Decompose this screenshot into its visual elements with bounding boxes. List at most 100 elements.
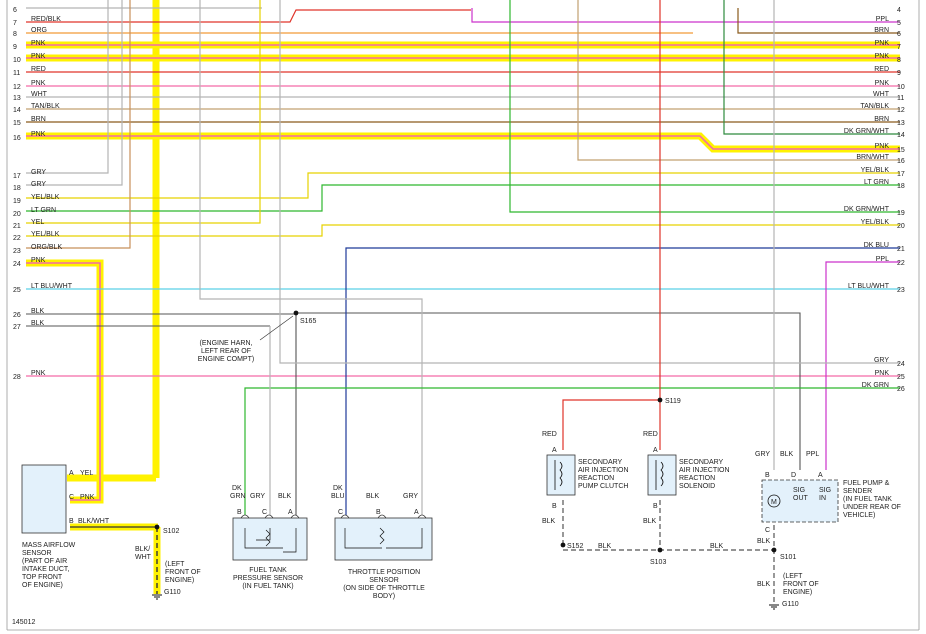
splice-s152-label: S152	[567, 543, 583, 550]
right-row-number: 11	[897, 95, 904, 102]
left-wire-label: GRY	[31, 181, 46, 188]
right-row-labels: 45PPL6BRN7PNK8PNK9RED10PNK11WHT12TAN/BLK…	[844, 7, 905, 393]
svg-text:MASS AIRFLOW: MASS AIRFLOW	[22, 542, 76, 549]
svg-text:BLK: BLK	[780, 451, 794, 458]
left-wire-label: PNK	[31, 40, 46, 47]
right-wire-label: GRY	[874, 357, 889, 364]
ground-bus-label-1: BLK	[598, 543, 612, 550]
right-row-number: 17	[897, 171, 905, 178]
left-wire-label: GRY	[31, 169, 46, 176]
svg-text:(ON SIDE OF THROTTLE: (ON SIDE OF THROTTLE	[343, 585, 425, 592]
splice-s102-label: S102	[163, 528, 179, 535]
right-row-number: 12	[897, 107, 905, 114]
motor-symbol: M	[771, 499, 777, 506]
right-wire-label: DK BLU	[864, 242, 889, 249]
left-row-number: 18	[13, 185, 21, 192]
svg-text:DK: DK	[232, 485, 242, 492]
throttle-position-sensor: DK BLU BLK GRY C B A THROTTLE POSITION S…	[331, 485, 433, 600]
right-row-number: 15	[897, 147, 905, 154]
left-row-number: 20	[13, 211, 21, 218]
right-wire-label: PPL	[876, 256, 889, 263]
svg-text:GRY: GRY	[403, 493, 418, 500]
right-row-number: 22	[897, 260, 905, 267]
svg-text:WHT: WHT	[135, 554, 152, 561]
left-wire-label: LT GRN	[31, 207, 56, 214]
left-wire-label: PNK	[31, 370, 46, 377]
svg-text:BLK: BLK	[643, 518, 657, 525]
right-wire-label: PNK	[875, 80, 890, 87]
svg-text:A: A	[69, 470, 74, 477]
svg-text:IN: IN	[819, 495, 826, 502]
svg-text:PUMP CLUTCH: PUMP CLUTCH	[578, 483, 628, 490]
svg-text:SIG: SIG	[793, 487, 805, 494]
svg-text:FUEL TANK: FUEL TANK	[249, 567, 287, 574]
left-row-number: 25	[13, 287, 21, 294]
right-row-number: 23	[897, 287, 905, 294]
left-wire-label: RED/BLK	[31, 16, 61, 23]
left-row-number: 24	[13, 261, 21, 268]
right-wire-label: DK GRN/WHT	[844, 128, 890, 135]
svg-text:C: C	[765, 527, 770, 534]
svg-text:(ENGINE HARN,: (ENGINE HARN,	[200, 340, 253, 347]
right-row-number: 6	[897, 31, 901, 38]
right-row-number: 20	[897, 223, 905, 230]
air-injection-solenoid: RED A B BLK SECONDARY AIR INJECTION REAC…	[643, 431, 730, 525]
left-row-number: 23	[13, 248, 21, 255]
ground-bus	[562, 500, 775, 605]
svg-text:DK: DK	[333, 485, 343, 492]
svg-text:AIR INJECTION: AIR INJECTION	[679, 467, 730, 474]
splice-s101-label: S101	[780, 554, 796, 561]
svg-text:SIG: SIG	[819, 487, 831, 494]
svg-text:(IN FUEL TANK): (IN FUEL TANK)	[242, 583, 293, 590]
left-row-number: 6	[13, 7, 17, 14]
svg-text:THROTTLE POSITION: THROTTLE POSITION	[348, 569, 420, 576]
svg-text:FUEL PUMP &: FUEL PUMP &	[843, 480, 890, 487]
svg-text:GRY: GRY	[755, 451, 770, 458]
left-row-number: 19	[13, 198, 21, 205]
right-wire-label: BRN	[874, 27, 889, 34]
right-row-number: 25	[897, 374, 905, 381]
left-row-number: 7	[13, 20, 17, 27]
svg-text:BLK/: BLK/	[135, 546, 150, 553]
svg-text:SENDER: SENDER	[843, 488, 872, 495]
left-wire-label: YEL	[31, 219, 44, 226]
left-wire-label: BRN	[31, 116, 46, 123]
left-row-number: 10	[13, 57, 21, 64]
right-wire-label: LT GRN	[864, 179, 889, 186]
right-row-number: 8	[897, 57, 901, 64]
splice-s165-label: S165	[300, 318, 316, 325]
svg-text:FRONT OF: FRONT OF	[783, 581, 819, 588]
right-row-number: 14	[897, 132, 905, 139]
right-wire-label: BRN	[874, 116, 889, 123]
left-wire-label: RED	[31, 66, 46, 73]
left-wire-label: ORG	[31, 27, 47, 34]
right-row-number: 5	[897, 20, 901, 27]
right-row-number: 4	[897, 7, 901, 14]
right-wire-label: LT BLU/WHT	[848, 283, 890, 290]
svg-text:(LEFT: (LEFT	[783, 573, 803, 580]
left-row-number: 11	[13, 70, 20, 77]
svg-text:SENSOR: SENSOR	[369, 577, 399, 584]
left-row-number: 21	[13, 223, 21, 230]
right-row-number: 9	[897, 70, 901, 77]
svg-text:C: C	[262, 509, 267, 516]
svg-text:D: D	[791, 472, 796, 479]
highlighted-wire-cores	[26, 44, 900, 594]
svg-text:PNK: PNK	[80, 494, 95, 501]
mass-airflow-sensor: A YEL C PNK B BLK/WHT MASS AIRFLOW SENSO…	[21, 464, 201, 600]
svg-text:RED: RED	[643, 431, 658, 438]
svg-text:A: A	[414, 509, 419, 516]
left-row-number: 13	[13, 95, 21, 102]
right-wire-label: WHT	[873, 91, 890, 98]
right-row-number: 19	[897, 210, 905, 217]
svg-text:B: B	[552, 503, 557, 510]
svg-text:B: B	[237, 509, 242, 516]
svg-text:ENGINE COMPT): ENGINE COMPT)	[198, 356, 254, 363]
svg-text:TOP FRONT: TOP FRONT	[22, 574, 63, 581]
right-wire-label: PNK	[875, 370, 890, 377]
engine-harness-note: (ENGINE HARN, LEFT REAR OF ENGINE COMPT)	[198, 315, 294, 363]
svg-text:LEFT REAR OF: LEFT REAR OF	[201, 348, 251, 355]
svg-text:ENGINE): ENGINE)	[165, 577, 194, 584]
left-wire-label: PNK	[31, 80, 46, 87]
